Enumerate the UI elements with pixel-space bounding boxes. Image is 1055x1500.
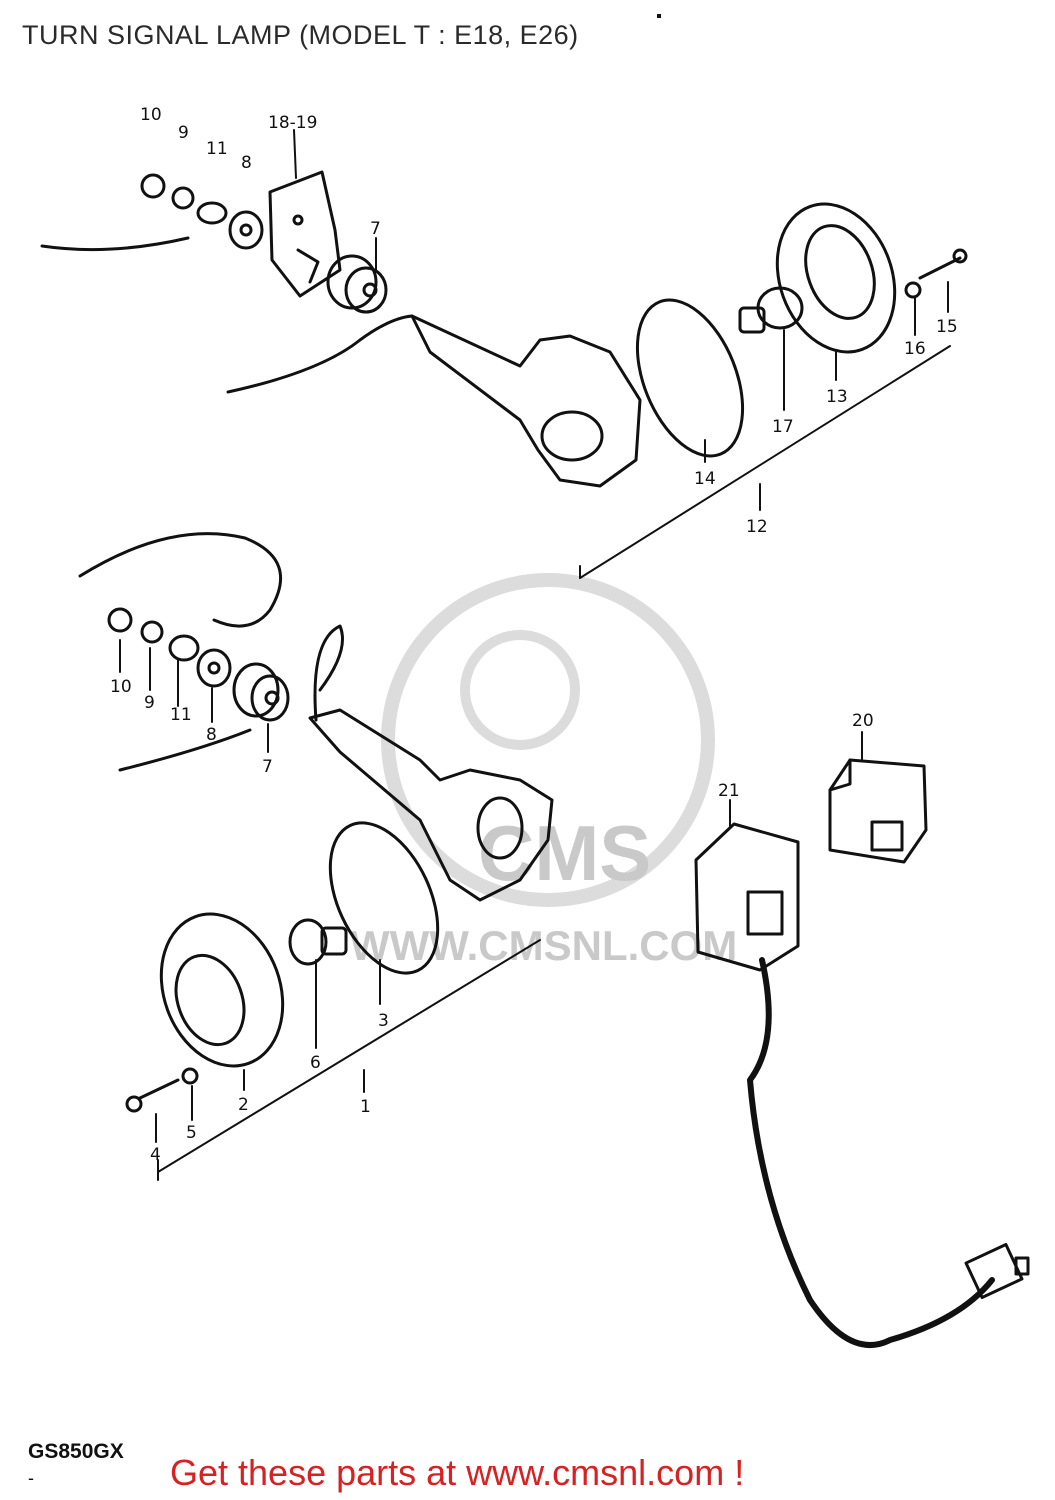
callout-7-upper: 7 (370, 219, 381, 239)
relay-20 (828, 758, 928, 864)
nut-10-upper (140, 173, 166, 199)
gasket-14 (635, 298, 745, 458)
callout-11-upper: 11 (206, 139, 228, 159)
callout-21: 21 (718, 781, 740, 801)
screw-4-5 (125, 1067, 199, 1113)
bracket-18-19 (268, 170, 342, 298)
nut-10-lower (107, 607, 133, 633)
watermark-url: WWW.CMSNL.COM (350, 922, 737, 969)
callout-11-lower: 11 (170, 705, 192, 725)
callout-3: 3 (378, 1011, 389, 1031)
promo-link[interactable]: Get these parts at www.cmsnl.com ! (170, 1452, 745, 1493)
terminal-11-upper (196, 201, 228, 225)
gasket-3 (328, 821, 440, 975)
callout-14: 14 (694, 469, 716, 489)
callout-8-upper: 8 (241, 153, 252, 173)
lamp-housing-lower (308, 708, 554, 902)
callout-15: 15 (936, 317, 958, 337)
callout-18-19: 18-19 (268, 113, 317, 133)
leader-lines-upper (293, 129, 951, 579)
callout-5: 5 (186, 1123, 197, 1143)
lamp-wire-upper (226, 314, 414, 394)
ground-wire-upper (40, 236, 190, 252)
watermark-mascot-face (460, 630, 580, 750)
leader-lines-lower (119, 639, 541, 1181)
grommet-7-upper (326, 254, 388, 314)
upper-fasteners (140, 173, 264, 250)
grommet-7-lower (232, 662, 290, 722)
callout-1: 1 (360, 1097, 371, 1117)
callout-6: 6 (310, 1053, 321, 1073)
model-code: GS850GX (28, 1440, 124, 1463)
washer-8-upper (228, 210, 264, 250)
page-title: TURN SIGNAL LAMP (MODEL T : E18, E26) (22, 20, 579, 50)
callout-20: 20 (852, 711, 874, 731)
flasher-harness (747, 957, 995, 1348)
callout-4: 4 (150, 1145, 161, 1165)
bulb-6 (288, 918, 348, 966)
lamp-housing-upper (410, 314, 642, 488)
callout-9-lower: 9 (144, 693, 155, 713)
lamp-wire-lower-left (118, 728, 252, 772)
callout-13: 13 (826, 387, 848, 407)
watermark-brand: CMS (478, 809, 651, 897)
screw-15-16 (904, 248, 968, 299)
callout-8-lower: 8 (206, 725, 217, 745)
callout-10-upper: 10 (140, 105, 162, 125)
leader-lines-electrical (729, 731, 863, 827)
callout-12: 12 (746, 517, 768, 537)
callout-2: 2 (238, 1095, 249, 1115)
callout-9-upper: 9 (178, 123, 189, 143)
callout-17: 17 (772, 417, 794, 437)
bulb-17 (738, 286, 804, 334)
terminal-11-lower (168, 634, 200, 662)
ground-wire-lower (78, 532, 283, 628)
callout-7-lower: 7 (262, 757, 273, 777)
lens-13 (775, 202, 897, 354)
callout-16: 16 (904, 339, 926, 359)
washer-9-upper (171, 186, 195, 210)
lower-fasteners (107, 607, 232, 688)
callout-labels: 10 9 11 8 18-19 7 15 16 13 17 14 12 10 9… (110, 105, 958, 1165)
lamp-wire-lower-loop (313, 624, 344, 722)
stray-dot (657, 14, 661, 18)
lens-2 (159, 912, 285, 1068)
watermark: CMS WWW.CMSNL.COM (350, 573, 737, 969)
flasher-unit-21 (694, 822, 800, 972)
washer-9-lower (140, 620, 164, 644)
footer-dash: - (28, 1468, 34, 1488)
callout-10-lower: 10 (110, 677, 132, 697)
harness-connector (964, 1242, 1030, 1300)
washer-8-lower (196, 648, 232, 688)
